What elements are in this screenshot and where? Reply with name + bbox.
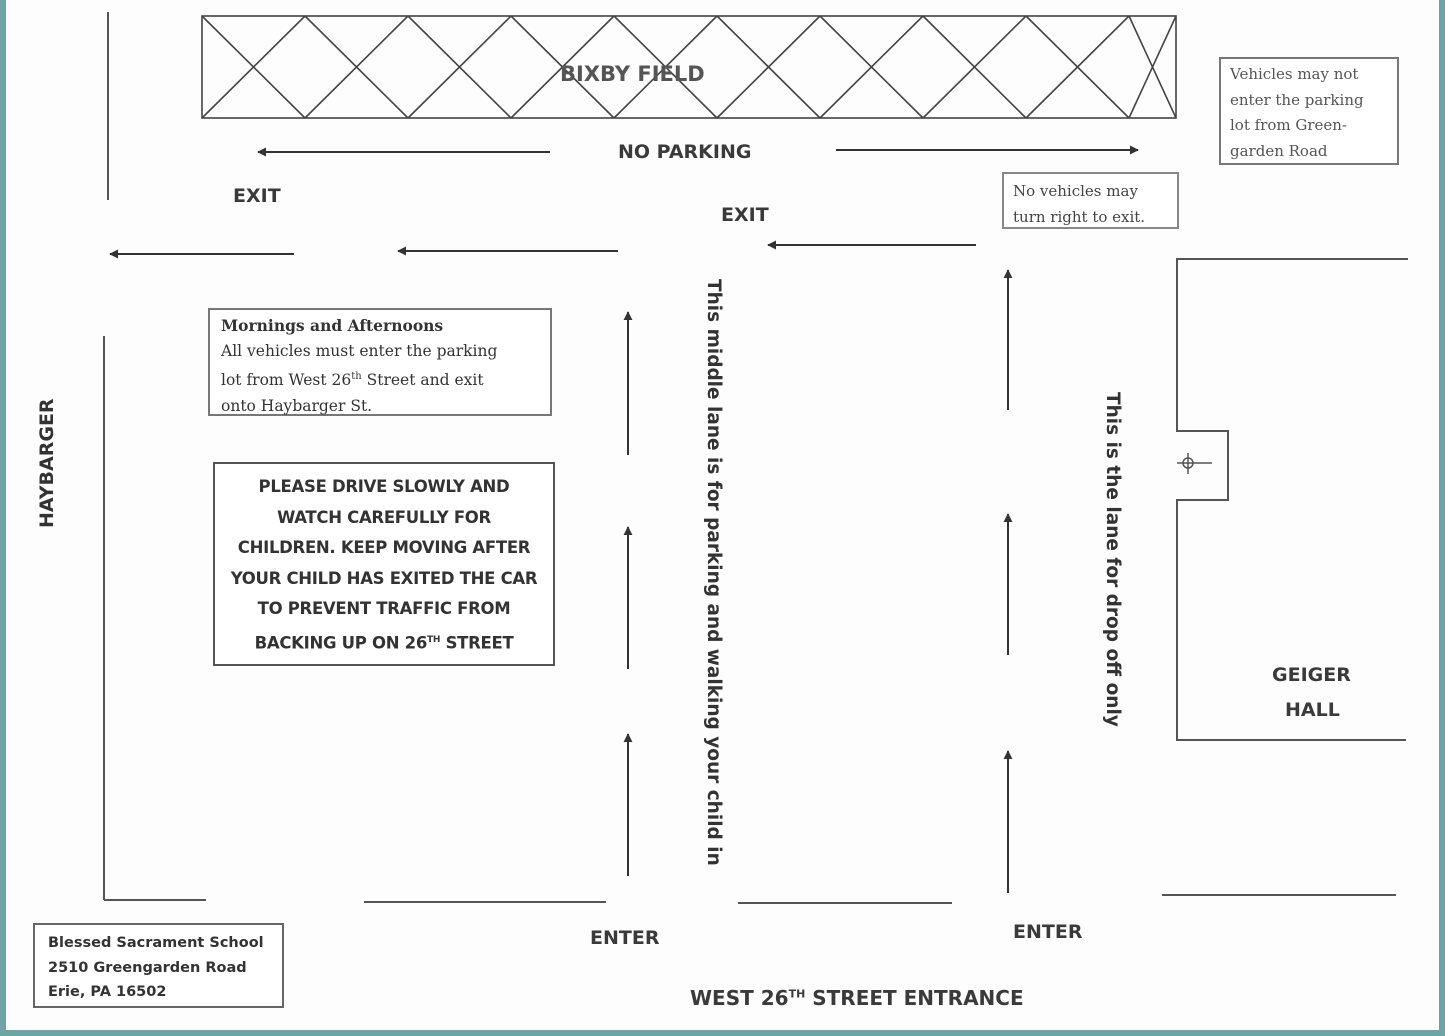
field-hatch-line — [819, 15, 924, 119]
notice-line: BACKING UP ON 26TH STREET — [254, 633, 514, 652]
note-title: Mornings and Afternoons — [221, 316, 444, 335]
school-address-box: Blessed Sacrament School 2510 Greengarde… — [33, 923, 284, 1008]
field-hatch-line — [510, 15, 615, 119]
drive-slowly-notice: PLEASE DRIVE SLOWLY AND WATCH CAREFULLY … — [213, 462, 555, 666]
note-line: Vehicles may not — [1230, 65, 1359, 83]
no-right-turn-note: No vehicles may turn right to exit. — [1002, 172, 1179, 229]
notice-line: YOUR CHILD HAS EXITED THE CAR — [230, 568, 538, 588]
note-line: lot from Green- — [1230, 116, 1348, 134]
field-hatch-line — [716, 15, 821, 119]
note-line: enter the parking — [1230, 90, 1364, 109]
note-line: onto Haybarger St. — [221, 396, 373, 415]
field-hatch-line — [201, 15, 306, 119]
school-street: 2510 Greengarden Road — [48, 959, 247, 976]
notice-line: TO PREVENT TRAFFIC FROM — [257, 599, 511, 618]
note-line: All vehicles must enter the parking — [221, 341, 498, 360]
school-name: Blessed Sacrament School — [48, 935, 264, 951]
parking-lot-map — [103, 12, 1408, 904]
notice-line: PLEASE DRIVE SLOWLY AND — [258, 477, 510, 496]
exit-label-left: EXIT — [233, 185, 281, 207]
enter-label-middle: ENTER — [590, 927, 660, 949]
enter-label-right: ENTER — [1013, 921, 1083, 943]
geiger-hall-outline — [1176, 258, 1408, 741]
no-parking-label: NO PARKING — [618, 141, 752, 163]
haybarger-street-label: HAYBARGER — [36, 398, 58, 528]
mornings-afternoons-note: Mornings and Afternoons All vehicles mus… — [208, 308, 552, 416]
field-hatch-line — [304, 15, 409, 119]
west-26th-entrance-label: WEST 26TH STREET ENTRANCE — [690, 986, 1024, 1010]
field-hatch-line — [1025, 15, 1130, 119]
note-line: garden Road — [1230, 141, 1328, 160]
dropoff-lane-note: This is the lane for drop off only — [1102, 392, 1123, 727]
exit-label-middle: EXIT — [721, 204, 769, 226]
note-line: No vehicles may — [1013, 182, 1138, 200]
note-line: turn right to exit. — [1013, 208, 1146, 226]
bixby-field-area — [201, 15, 1177, 119]
greengarden-road-note: Vehicles may not enter the parking lot f… — [1219, 57, 1399, 165]
field-hatch-line — [922, 15, 1027, 119]
middle-lane-note: This middle lane is for parking and walk… — [703, 279, 724, 866]
notice-line: WATCH CAREFULLY FOR — [277, 507, 491, 527]
field-hatch-line — [613, 15, 718, 119]
notice-line: CHILDREN. KEEP MOVING AFTER — [237, 538, 531, 557]
parking-map-sheet: BIXBY FIELD NO PARKING EXIT EXIT ENTER E… — [6, 0, 1439, 1030]
note-line: lot from West 26th Street and exit — [221, 371, 484, 390]
field-hatch-line — [1128, 15, 1177, 119]
geiger-hall-label-line2: HALL — [1285, 699, 1340, 721]
school-city: Erie, PA 16502 — [48, 984, 167, 1000]
field-hatch-line — [407, 15, 512, 119]
geiger-hall-label-line1: GEIGER — [1272, 664, 1351, 686]
bixby-field-label: BIXBY FIELD — [560, 62, 705, 86]
